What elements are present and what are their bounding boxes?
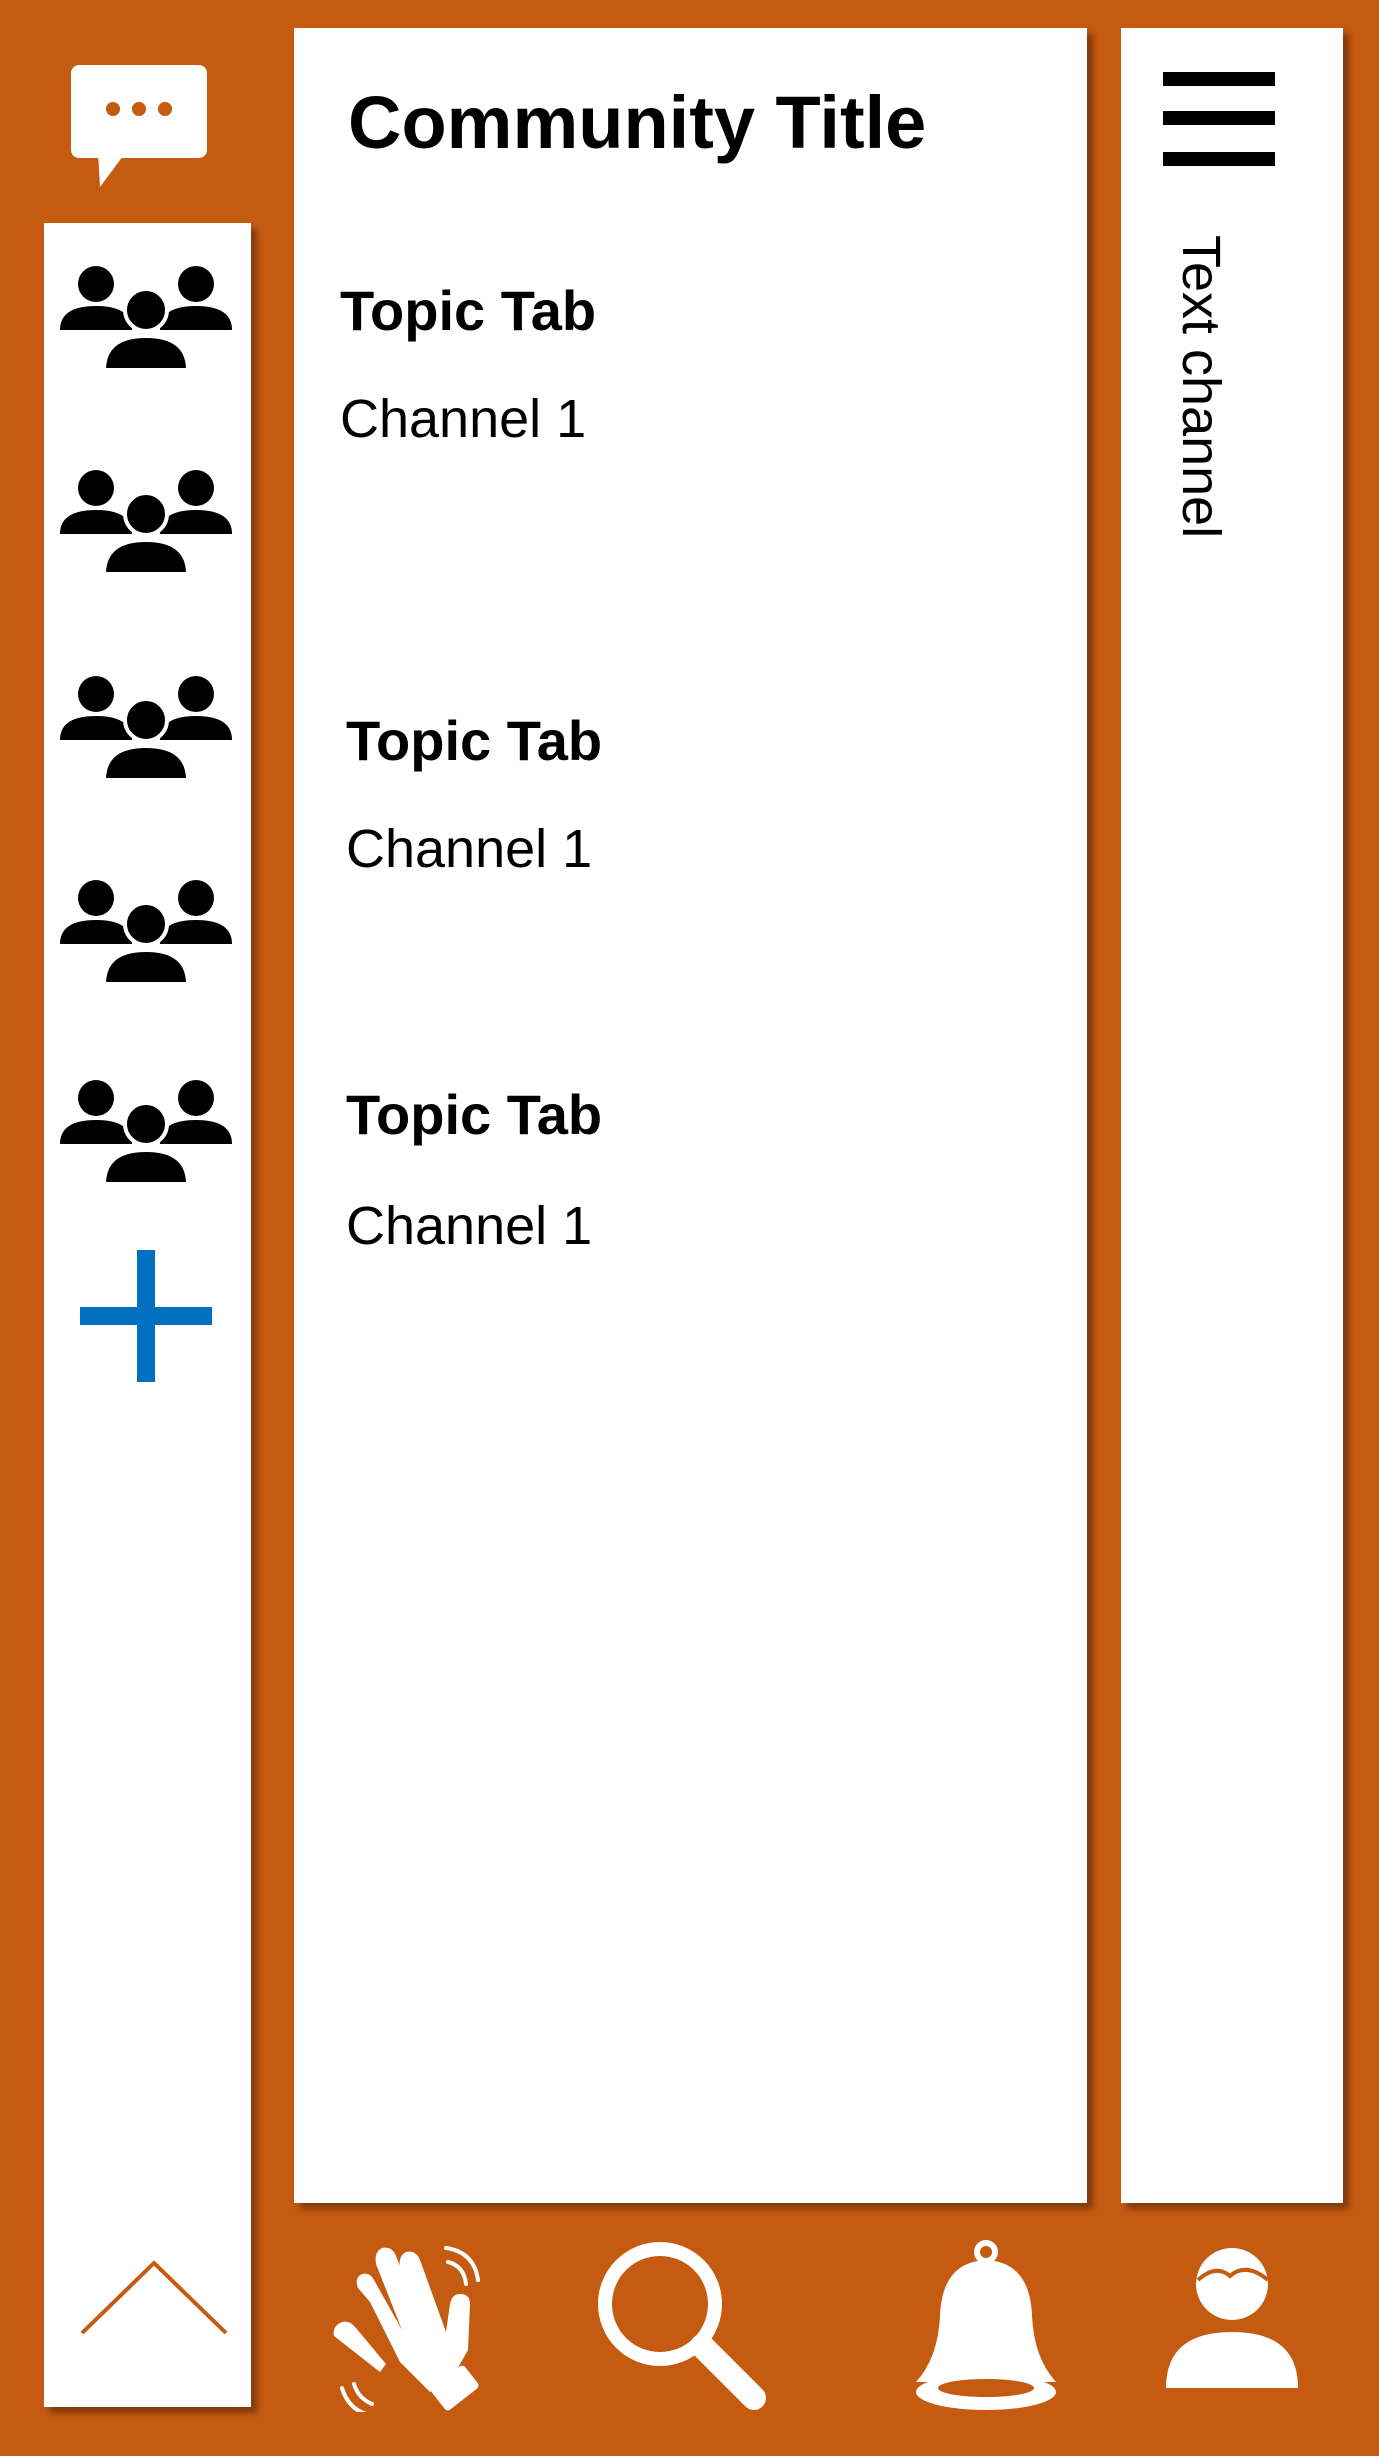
channel-item-2[interactable]: Channel 1 bbox=[346, 819, 593, 879]
user-profile-icon[interactable] bbox=[1164, 2240, 1300, 2396]
group-icon bbox=[60, 266, 232, 372]
channel-list-panel bbox=[294, 28, 1087, 2203]
hamburger-menu-icon[interactable] bbox=[1163, 72, 1275, 168]
page-title: Community Title bbox=[348, 81, 927, 164]
bell-icon[interactable] bbox=[912, 2236, 1060, 2412]
speech-bubble-icon[interactable] bbox=[68, 62, 210, 192]
channel-item-3[interactable]: Channel 1 bbox=[346, 1196, 593, 1256]
topic-tab-1[interactable]: Topic Tab bbox=[340, 279, 597, 342]
group-icon bbox=[60, 1080, 232, 1186]
home-icon[interactable] bbox=[68, 2244, 240, 2395]
channel-item-1[interactable]: Channel 1 bbox=[340, 389, 587, 449]
topic-tab-3[interactable]: Topic Tab bbox=[346, 1083, 603, 1146]
wave-hand-icon[interactable] bbox=[330, 2242, 480, 2416]
community-item-1[interactable] bbox=[56, 258, 236, 378]
text-channel-label: Text channel bbox=[1171, 235, 1231, 539]
group-icon bbox=[60, 880, 232, 986]
topic-tab-2[interactable]: Topic Tab bbox=[346, 709, 603, 772]
community-item-5[interactable] bbox=[56, 1072, 236, 1192]
text-channel-panel bbox=[1121, 28, 1343, 2203]
plus-icon bbox=[80, 1250, 212, 1382]
community-item-3[interactable] bbox=[56, 668, 236, 788]
group-icon bbox=[60, 676, 232, 782]
group-icon bbox=[60, 470, 232, 576]
add-community-button[interactable] bbox=[78, 1248, 214, 1384]
search-icon[interactable] bbox=[596, 2240, 768, 2412]
community-item-2[interactable] bbox=[56, 462, 236, 582]
community-item-4[interactable] bbox=[56, 872, 236, 992]
